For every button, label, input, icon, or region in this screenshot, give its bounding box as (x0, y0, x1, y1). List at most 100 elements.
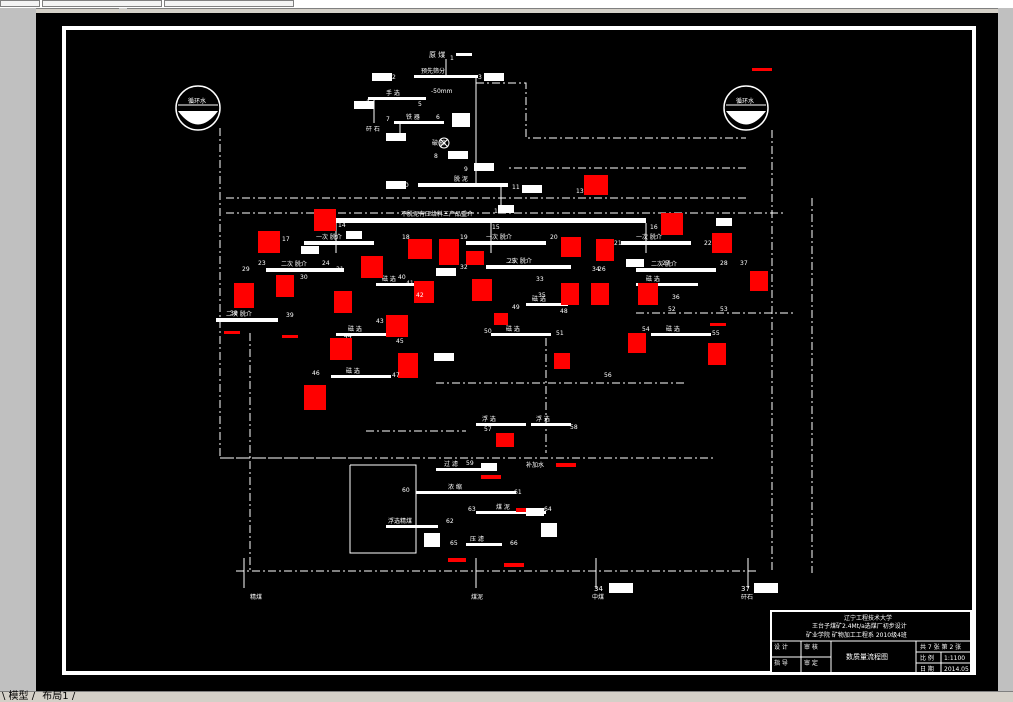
slime-bar (476, 511, 546, 514)
diagram-stroke (334, 291, 352, 313)
flow-number-label: 56 (604, 372, 612, 379)
flow-number-label: 14 (338, 222, 346, 229)
size-label: -50mm (431, 88, 453, 95)
main-separator-label: 不脱泥有压给料三产品重介 (401, 210, 473, 218)
tab-layout1[interactable]: 布局1 / (42, 691, 76, 702)
title-block (770, 610, 972, 674)
right-tank-label: 循环水 (736, 97, 754, 105)
flow-number-label: 13 (576, 188, 584, 195)
diagram-stroke (561, 237, 581, 257)
flow-number-label: 39 (286, 312, 294, 319)
flow-number-label: 31 (336, 266, 344, 273)
right-margin (998, 8, 1013, 691)
flow-number-label: 1 (450, 55, 454, 62)
flow-number-label: 53 (720, 306, 728, 313)
left-tank-label: 循环水 (188, 97, 206, 105)
screen-top (414, 75, 478, 78)
flow-number-label: 54 (642, 326, 650, 333)
make-up-label: 补加水 (526, 461, 544, 469)
diagram-stroke (301, 246, 319, 254)
flow-number-label: 38 (230, 310, 238, 317)
toolbar-segment-left[interactable] (0, 0, 40, 7)
diagram-stroke (330, 338, 352, 360)
diagram-stroke (178, 111, 218, 125)
flow-number-label: 49 (512, 304, 520, 311)
waste-label: 矸 石 (366, 126, 380, 133)
mag2-label: 磁 选 (532, 295, 546, 303)
dm-screen-1 (304, 241, 374, 245)
flotation-1 (476, 423, 526, 426)
flow-number-label: 37 (740, 260, 748, 267)
diagram-stroke (282, 335, 298, 338)
flow-number-label: 7 (386, 116, 390, 123)
mag3-label: 磁 选 (646, 275, 660, 283)
unit38-label: 二次 脱介 (226, 310, 252, 318)
flow-number-label: 35 (538, 292, 546, 299)
diagram-stroke (726, 111, 766, 125)
flow-number-label: 18 (402, 234, 410, 241)
tb-date-value: 2014.05 (944, 666, 969, 673)
out-concentrate: 精煤 (250, 593, 262, 601)
diagram-stroke (398, 353, 418, 378)
diagram-stroke (716, 218, 732, 226)
diagram-stroke (754, 583, 778, 593)
flow-number-label: 62 (446, 518, 454, 525)
diagram-stroke (372, 73, 392, 81)
out-gangue: 矸石 (741, 594, 753, 601)
dm-screen-6 (636, 268, 716, 272)
diagram-stroke (474, 163, 494, 171)
flow-number-label: 43 (376, 318, 384, 325)
filter-label: 过 滤 (444, 460, 458, 468)
diagram-stroke (386, 133, 406, 141)
tb-scale-label: 比 例 (920, 654, 934, 662)
diagram-stroke (346, 231, 362, 239)
dm5-label: 二次 脱介 (506, 257, 532, 265)
diagram-stroke (314, 209, 336, 231)
tb-date-label: 日 期 (920, 665, 934, 673)
tb-role-check: 审 核 (804, 643, 818, 651)
dm4-label: 二次 脱介 (281, 260, 307, 268)
flow-number-label: 23 (258, 260, 266, 267)
thickener-bar (416, 491, 516, 494)
flowsheet-diagram: 循环水 循环水 原 煤 预先筛分 -50mm 手 选 矸 石 铁 器 破 碎 (62, 26, 976, 675)
flow-number-label: 60 (402, 487, 410, 494)
flow-number-label: 40 (398, 274, 406, 281)
flow-number-label: 2 (392, 74, 396, 81)
out-middling: 中煤 (592, 593, 604, 601)
flow-number-label: 32 (460, 264, 468, 271)
toolbar-segment-combo[interactable] (42, 0, 162, 7)
flow-number-label: 48 (560, 308, 568, 315)
unit-38 (216, 318, 278, 322)
drawing-canvas[interactable]: 循环水 循环水 原 煤 预先筛分 -50mm 手 选 矸 石 铁 器 破 碎 (36, 13, 998, 691)
diagram-stroke (712, 233, 732, 253)
dm3-label: 一次 脱介 (636, 233, 662, 241)
flow-number-label: 6 (436, 114, 440, 121)
tb-scale-value: 1:1100 (944, 655, 965, 662)
dm-screen-5 (486, 265, 571, 269)
diagram-stroke (638, 283, 658, 305)
iron-label: 铁 器 (406, 113, 420, 121)
diagram-stroke (752, 68, 772, 71)
flow-number-label: 22 (704, 240, 712, 247)
toolbar-segment-combo-2[interactable] (164, 0, 294, 7)
flow-number-label: 57 (484, 426, 492, 433)
diagram-stroke (349, 464, 417, 554)
tb-page-info: 共 7 张 第 2 张 (920, 643, 961, 651)
flow-numbers: 1 2 3 4 5 6 7 8 9 10 11 12 13 14 15 16 1… (230, 55, 748, 547)
diagram-stroke (258, 231, 280, 253)
flow-number-label: 36 (672, 294, 680, 301)
toolbar-strip (0, 0, 1013, 9)
filter-bar (436, 468, 481, 471)
diagram-stroke (661, 213, 683, 235)
flow-number-label: 17 (282, 236, 290, 243)
flow-number-label: 9 (464, 166, 468, 173)
flow-number-label: 59 (466, 460, 474, 467)
white-label-blocks (301, 53, 778, 593)
tab-model[interactable]: \ 模型 / (2, 691, 36, 702)
out-37-number: 37 (741, 585, 750, 593)
flow-number-label: 11 (512, 184, 520, 191)
flow-number-label: 63 (468, 506, 476, 513)
crusher-label: 破 碎 (432, 139, 446, 147)
unit-50 (491, 333, 551, 336)
diagram-stroke (708, 343, 726, 365)
